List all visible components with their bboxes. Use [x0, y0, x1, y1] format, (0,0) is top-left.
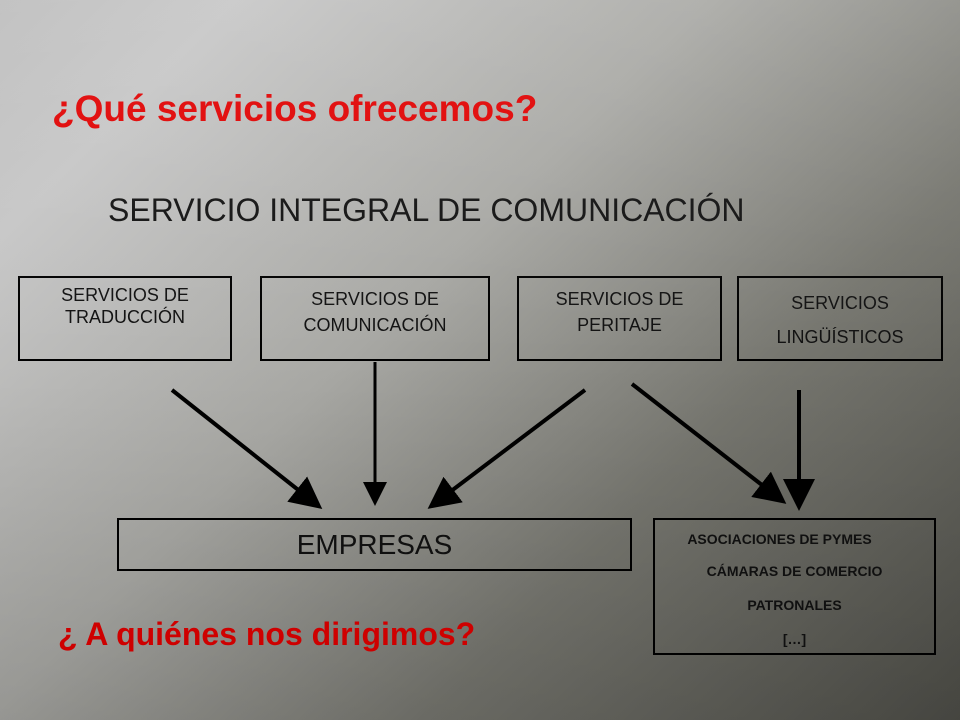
slide-subtitle: SERVICIO INTEGRAL DE COMUNICACIÓN [108, 192, 745, 228]
target-asociaciones-line: […] [782, 631, 807, 647]
service-box-line: LINGÜÍSTICOS [776, 327, 904, 347]
slide-title: ¿Qué servicios ofrecemos? [52, 88, 538, 129]
service-box-line: SERVICIOS DE [61, 285, 189, 305]
target-asociaciones-line: PATRONALES [747, 597, 842, 613]
service-box-line: PERITAJE [577, 315, 662, 335]
service-box-linguisticos: SERVICIOS LINGÜÍSTICOS [737, 276, 943, 361]
arrow-traduccion-to-empresas [170, 388, 323, 509]
service-box-comunicacion: SERVICIOS DE COMUNICACIÓN [260, 276, 490, 361]
target-asociaciones: ASOCIACIONES DE PYMES CÁMARAS DE COMERCI… [653, 518, 936, 655]
service-box-peritaje: SERVICIOS DE PERITAJE [517, 276, 722, 361]
arrow-peritaje-to-empresas [427, 388, 587, 509]
service-box-line: SERVICIOS DE [555, 289, 684, 309]
service-box-traduccion: SERVICIOS DE TRADUCCIÓN [18, 276, 232, 361]
arrow-peritaje-to-asociaciones [630, 382, 787, 504]
target-empresas: EMPRESAS [117, 518, 632, 571]
service-box-line: SERVICIOS DE [311, 289, 439, 309]
target-asociaciones-line: CÁMARAS DE COMERCIO [706, 563, 883, 579]
service-box-line: COMUNICACIÓN [303, 315, 447, 335]
service-box-line: TRADUCCIÓN [65, 307, 185, 327]
service-box-line: SERVICIOS [791, 293, 889, 313]
question-text: ¿ A quiénes nos dirigimos? [58, 616, 476, 652]
target-empresas-label: EMPRESAS [296, 528, 453, 560]
target-asociaciones-line: ASOCIACIONES DE PYMES [687, 531, 872, 547]
